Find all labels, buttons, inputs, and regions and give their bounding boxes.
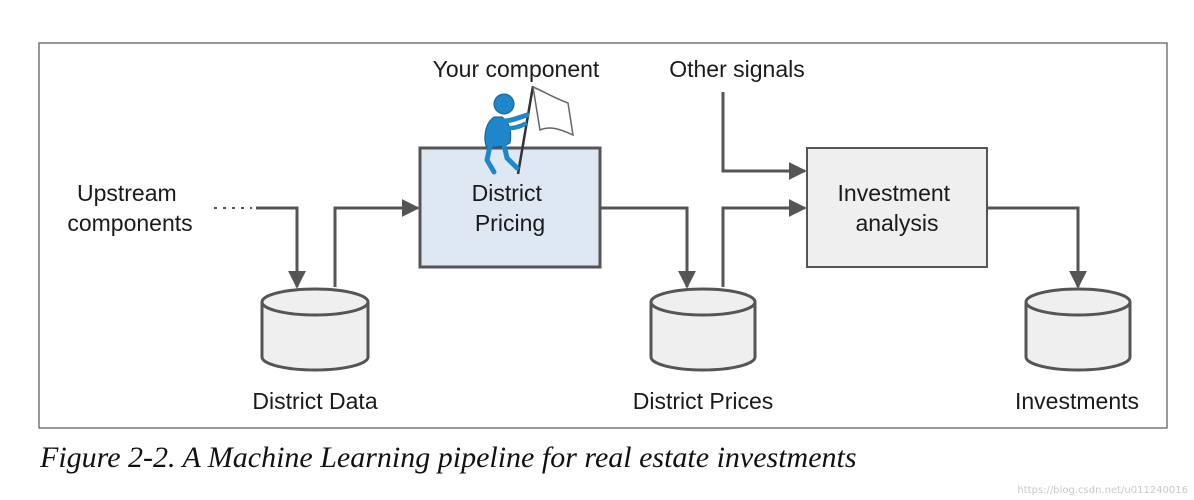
arrow-data-to-pricing xyxy=(333,199,420,287)
arrow-pricing-to-prices xyxy=(600,206,696,289)
district-data-database-icon xyxy=(260,287,370,372)
figure-caption: Figure 2-2. A Machine Learning pipeline … xyxy=(39,441,857,474)
district-pricing-box xyxy=(418,146,602,269)
upstream-label: Upstream components xyxy=(67,180,192,236)
other-signals-label: Other signals xyxy=(669,56,805,82)
arrow-signals-to-analysis xyxy=(721,92,807,180)
district-pricing-label: District Pricing xyxy=(472,180,549,236)
diagram-frame xyxy=(38,42,1168,429)
investments-database-icon xyxy=(1024,287,1132,372)
investment-analysis-box xyxy=(806,147,988,268)
district-data-label: District Data xyxy=(252,388,377,414)
investment-analysis-label: Investment analysis xyxy=(838,180,957,236)
district-prices-database-icon xyxy=(649,287,757,372)
person-with-flag-icon xyxy=(484,85,574,175)
arrow-analysis-to-investments xyxy=(987,206,1087,289)
arrow-upstream-to-data xyxy=(256,206,306,289)
watermark: https://blog.csdn.net/u011240016 xyxy=(1017,485,1188,496)
your-component-label: Your component xyxy=(433,56,600,82)
district-prices-label: District Prices xyxy=(633,388,774,414)
investments-label: Investments xyxy=(1015,388,1139,414)
arrow-prices-to-analysis xyxy=(721,199,807,287)
